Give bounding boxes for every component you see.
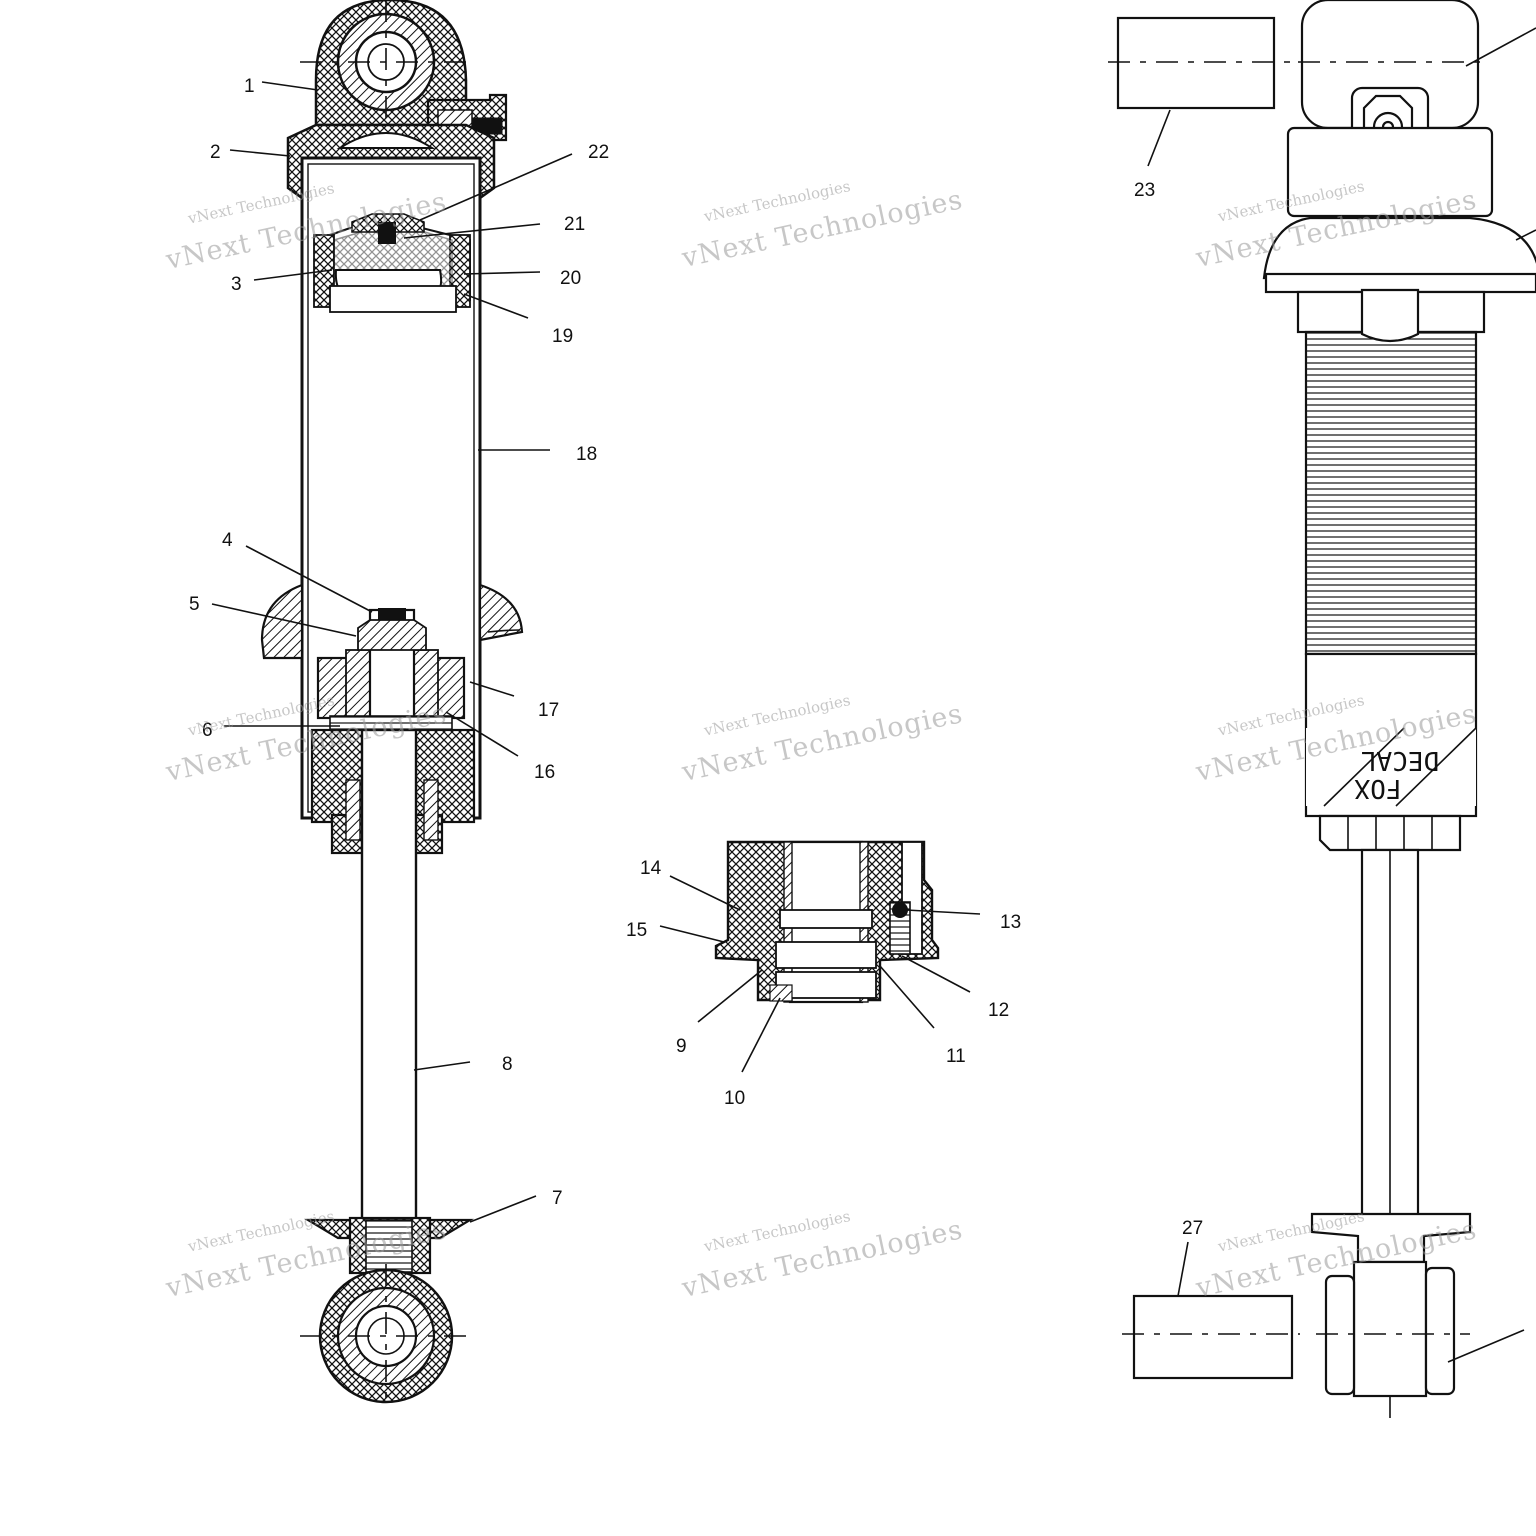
watermark-8: vNext Technologies vNext Technologies bbox=[678, 1207, 965, 1304]
callout-16: 16 bbox=[534, 762, 555, 783]
callout-19: 19 bbox=[552, 326, 573, 347]
callout-21: 21 bbox=[564, 214, 585, 235]
callout-18: 18 bbox=[576, 444, 597, 465]
callout-10: 10 bbox=[724, 1088, 745, 1109]
lower-spring-retainer-right bbox=[478, 583, 524, 642]
callout-15: 15 bbox=[626, 920, 647, 941]
callout-27: 27 bbox=[1182, 1218, 1203, 1239]
decal-brand: FOX bbox=[1354, 773, 1401, 803]
callout-2: 2 bbox=[210, 142, 221, 163]
shaft bbox=[360, 728, 418, 1222]
seal-head-detail bbox=[714, 840, 940, 1004]
callout-3: 3 bbox=[231, 274, 242, 295]
seal-cap-exterior bbox=[1318, 814, 1462, 852]
callout-13: 13 bbox=[1000, 912, 1021, 933]
callout-7: 7 bbox=[552, 1188, 563, 1209]
leader-lines bbox=[211, 27, 1536, 1363]
end-cap-exterior bbox=[1286, 126, 1494, 218]
callout-11: 11 bbox=[946, 1046, 966, 1067]
spring-retainer-exterior bbox=[1262, 216, 1536, 280]
spacer-23 bbox=[1116, 16, 1276, 110]
spacer-27 bbox=[1132, 1294, 1294, 1380]
callout-20: 20 bbox=[560, 268, 581, 289]
callout-14: 14 bbox=[640, 858, 662, 879]
lower-spring-retainer-left bbox=[260, 583, 304, 660]
exterior-shock: DECAL FOX bbox=[1108, 0, 1536, 1418]
callout-labels: 1 2 3 4 5 6 7 8 9 10 11 12 13 14 15 16 1… bbox=[189, 76, 1203, 1239]
callout-8: 8 bbox=[502, 1054, 513, 1075]
cross-section-shock bbox=[260, 0, 524, 1404]
callout-12: 12 bbox=[988, 1000, 1009, 1021]
callout-9: 9 bbox=[676, 1036, 687, 1057]
callout-6: 6 bbox=[202, 720, 213, 741]
callout-22: 22 bbox=[588, 142, 609, 163]
callout-23: 23 bbox=[1134, 180, 1155, 201]
bottom-eye-exterior bbox=[1352, 1260, 1428, 1398]
threaded-body bbox=[1304, 330, 1478, 656]
callout-17: 17 bbox=[538, 700, 559, 721]
watermark-5: vNext Technologies vNext Technologies bbox=[678, 691, 965, 788]
callout-5: 5 bbox=[189, 594, 200, 615]
callout-1: 1 bbox=[244, 76, 255, 97]
callout-4: 4 bbox=[222, 530, 233, 551]
decal-label: DECAL bbox=[1361, 745, 1439, 775]
watermark-2: vNext Technologies vNext Technologies bbox=[678, 177, 965, 274]
